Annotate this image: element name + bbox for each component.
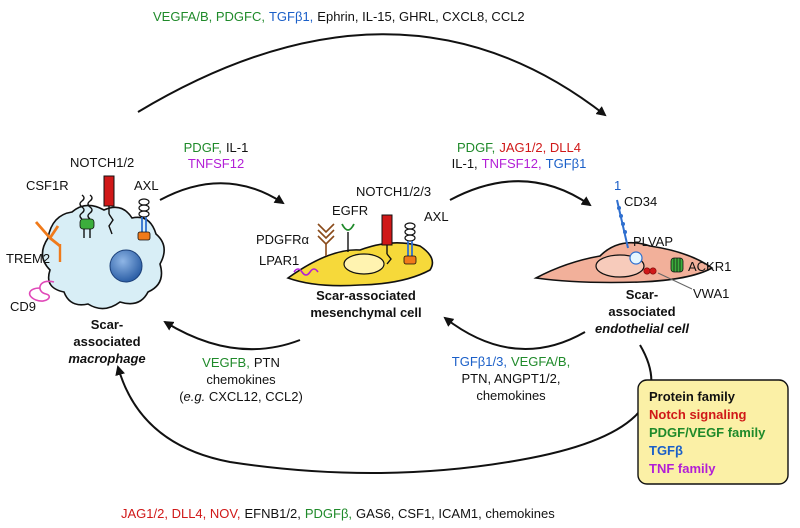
mesenchymal-nucleus <box>343 253 385 275</box>
notch123-receptor <box>381 214 393 265</box>
endothelial-cell <box>533 199 714 290</box>
signals-endo-to-mes-line3: chemokines <box>476 388 546 403</box>
lpar1-receptor <box>293 268 319 276</box>
label-axl-macrophage: AXL <box>134 178 159 193</box>
legend-item-notch: Notch signaling <box>649 407 747 422</box>
vwa1-dot <box>649 267 657 275</box>
macrophage-cell <box>28 175 165 310</box>
arrow-mes-to-mac <box>163 320 301 351</box>
mesenchymal-label-line1: Scar-associated <box>316 288 416 303</box>
label-cd34: CD34 <box>624 194 657 209</box>
label-vwa1: VWA1 <box>693 286 729 301</box>
axl-receptor-mesenchymal <box>403 222 417 265</box>
signals-mac-to-mes-line2: TNFSF12 <box>188 156 244 171</box>
signals-mes-to-endo-line2: IL-1,TNFSF12,TGFβ1 <box>452 156 587 171</box>
label-egfr: EGFR <box>332 203 368 218</box>
signals-mes-to-mac-line2: chemokines <box>206 372 276 387</box>
signals-endo-to-mes-line1: TGFβ1/3,VEGFA/B, <box>452 354 570 369</box>
signals-bottom: JAG1/2, DLL4, NOV,EFNB1/2,PDGFβ,GAS6, CS… <box>121 506 555 521</box>
legend-box <box>637 379 789 485</box>
label-stray: 1 <box>614 178 621 193</box>
label-pdgfra: PDGFRα <box>256 232 310 247</box>
egfr-receptor <box>341 223 355 252</box>
endothelial-label-line2: associated <box>608 304 675 319</box>
label-plvap: PLVAP <box>633 234 673 249</box>
legend-item-tgfb: TGFβ <box>649 443 683 458</box>
legend-item-tnf: TNF family <box>649 461 716 476</box>
signals-top: VEGFA/B, PDGFC,TGFβ1,Ephrin, IL-15, GHRL… <box>153 9 525 24</box>
arrow-endo-to-mes <box>443 316 586 350</box>
ackr1-receptor <box>670 257 684 273</box>
legend: Protein family Notch signaling PDGF/VEGF… <box>637 379 789 485</box>
label-trem2: TREM2 <box>6 251 50 266</box>
arrow-top <box>137 33 607 117</box>
legend-title: Protein family <box>649 389 736 404</box>
csf1r-receptor <box>79 194 95 238</box>
pdgfra-receptor <box>317 223 335 256</box>
trem2-receptor <box>34 221 62 262</box>
label-notch12: NOTCH1/2 <box>70 155 134 170</box>
label-lpar1: LPAR1 <box>259 253 299 268</box>
axl-receptor-macrophage <box>137 198 151 241</box>
label-axl-mesenchymal: AXL <box>424 209 449 224</box>
endothelial-label-line3: endothelial cell <box>595 321 689 336</box>
macrophage-label-line3: macrophage <box>68 351 145 366</box>
plvap-receptor <box>629 251 643 265</box>
legend-item-pdgf-vegf: PDGF/VEGF family <box>649 425 766 440</box>
mesenchymal-label-line2: mesenchymal cell <box>310 305 421 320</box>
label-csf1r: CSF1R <box>26 178 69 193</box>
mesenchymal-cell <box>286 214 434 287</box>
signals-mes-to-endo-line1: PDGF,JAG1/2, DLL4 <box>457 140 581 155</box>
arrow-bottom <box>115 344 653 474</box>
macrophage-nucleus <box>109 249 143 283</box>
vwa1-dot <box>643 267 651 275</box>
label-cd9: CD9 <box>10 299 36 314</box>
label-ackr1: ACKR1 <box>688 259 731 274</box>
signals-mes-to-mac-line3: (e.g. CXCL12, CCL2) <box>179 389 303 404</box>
signals-endo-to-mes-line2: PTN, ANGPT1/2, <box>462 371 561 386</box>
cd9-receptor <box>28 280 55 302</box>
cd34-receptor <box>616 199 629 249</box>
signals-mes-to-mac-line1: VEGFB,PTN <box>202 355 280 370</box>
macrophage-body <box>41 204 165 310</box>
macrophage-label-line1: Scar- <box>91 317 124 332</box>
arrow-mac-to-mes <box>159 182 285 205</box>
arrow-mes-to-endo <box>449 180 592 207</box>
macrophage-label-line2: associated <box>73 334 140 349</box>
endothelial-label-line1: Scar- <box>626 287 659 302</box>
notch12-receptor <box>103 175 115 235</box>
signals-mac-to-mes-line1: PDGF,IL-1 <box>184 140 249 155</box>
label-notch123: NOTCH1/2/3 <box>356 184 431 199</box>
